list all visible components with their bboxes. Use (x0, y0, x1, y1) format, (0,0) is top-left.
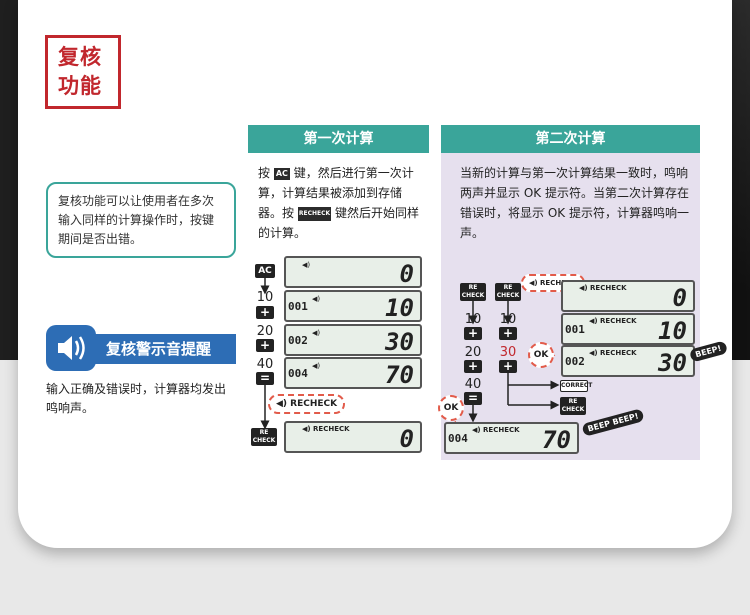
recheck-lcd-label: ◀) RECHECK (579, 284, 627, 292)
plus-key[interactable]: + (499, 327, 517, 340)
equals-key[interactable]: = (464, 392, 482, 405)
recheck-lcd-label: ◀) RECHECK (302, 425, 350, 433)
lcd-display: ◀) 0 (284, 256, 422, 288)
second-calculation-instructions: 当新的计算与第一次计算结果一致时，鸣响两声并显示 OK 提示符。当第二次计算存在… (460, 166, 689, 240)
input-value-error: 30 (499, 345, 517, 360)
input-value: 20 (256, 324, 274, 339)
input-value: 10 (499, 312, 517, 327)
lcd-display: 001 ◀) RECHECK 10 (561, 313, 695, 345)
ac-key-icon: AC (273, 167, 290, 180)
input-value: 10 (464, 312, 482, 327)
first-calculation-header: 第一次计算 (248, 125, 429, 153)
input-value: 10 (256, 290, 274, 305)
plus-key[interactable]: + (256, 306, 274, 319)
speaker-glyph-icon: ◀) (312, 362, 321, 370)
equals-key[interactable]: = (256, 372, 274, 385)
correct-key[interactable]: CORRECT (560, 380, 592, 392)
first-calculation-instructions: 按 AC 键，然后进行第一次计算，计算结果被添加到存储器。按 RECHECK 键… (258, 166, 419, 240)
ok-indicator-bubble: OK (528, 342, 554, 368)
input-value: 40 (256, 357, 274, 372)
lcd-display: 004 ◀) RECHECK 70 (444, 422, 579, 454)
section-title: 复核 功能 (45, 35, 121, 109)
recheck-lcd-label: ◀) RECHECK (589, 317, 637, 325)
plus-key[interactable]: + (499, 360, 517, 373)
input-value: 40 (464, 377, 482, 392)
recheck-key[interactable]: RE CHECK (460, 283, 486, 301)
recheck-key[interactable]: RE CHECK (560, 397, 586, 415)
recheck-key[interactable]: RE CHECK (495, 283, 521, 301)
recheck-indicator-bubble: ◀) RECHECK (268, 394, 346, 414)
lcd-display: ◀) 001 10 (284, 290, 422, 322)
speaker-description: 输入正确及错误时，计算器均发出鸣响声。 (46, 382, 227, 415)
input-value: 20 (464, 345, 482, 360)
speaker-icon (46, 325, 96, 371)
speaker-banner: 复核警示音提醒 (80, 334, 236, 364)
feature-description: 复核功能可以让使用者在多次输入同样的计算操作时，按键期间是否出错。 (46, 182, 236, 258)
ok-indicator-bubble: OK (438, 395, 464, 421)
lcd-display: ◀) RECHECK 0 (561, 280, 695, 312)
ac-key[interactable]: AC (255, 264, 275, 278)
recheck-lcd-label: ◀) RECHECK (589, 349, 637, 357)
recheck-lcd-label: ◀) RECHECK (472, 426, 520, 434)
lcd-display: ◀) 004 70 (284, 357, 422, 389)
lcd-display: 002 ◀) RECHECK 30 (561, 345, 695, 377)
lcd-display: ◀) RECHECK 0 (284, 421, 422, 453)
plus-key[interactable]: + (464, 360, 482, 373)
second-calculation-header: 第二次计算 (441, 125, 700, 153)
recheck-key-icon: RECHECK (297, 206, 332, 221)
speaker-glyph-icon: ◀) (312, 329, 321, 337)
speaker-glyph-icon: ◀) (312, 295, 321, 303)
plus-key[interactable]: + (464, 327, 482, 340)
recheck-key[interactable]: RE CHECK (251, 428, 277, 446)
lcd-display: ◀) 002 30 (284, 324, 422, 356)
plus-key[interactable]: + (256, 339, 274, 352)
speaker-glyph-icon: ◀) (302, 261, 311, 269)
